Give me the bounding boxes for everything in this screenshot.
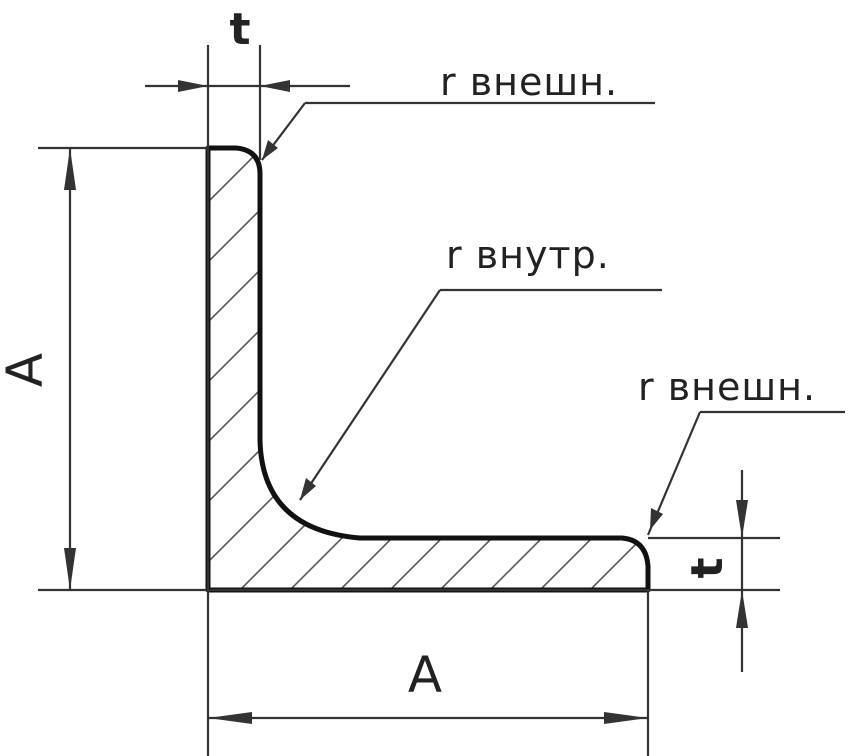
label-thickness-right: t [682, 557, 733, 578]
angle-profile-outline [205, 145, 651, 593]
label-radius-inner: r внутр. [446, 233, 610, 277]
leader-inner [299, 289, 441, 501]
label-side-bottom: A [408, 646, 442, 704]
label-thickness-top: t [229, 4, 250, 55]
label-radius-outer-right: r внешн. [638, 365, 816, 409]
hatch-pattern [208, 148, 648, 590]
label-radius-outer-top: r внешн. [440, 60, 618, 104]
label-side-left: A [0, 353, 54, 387]
